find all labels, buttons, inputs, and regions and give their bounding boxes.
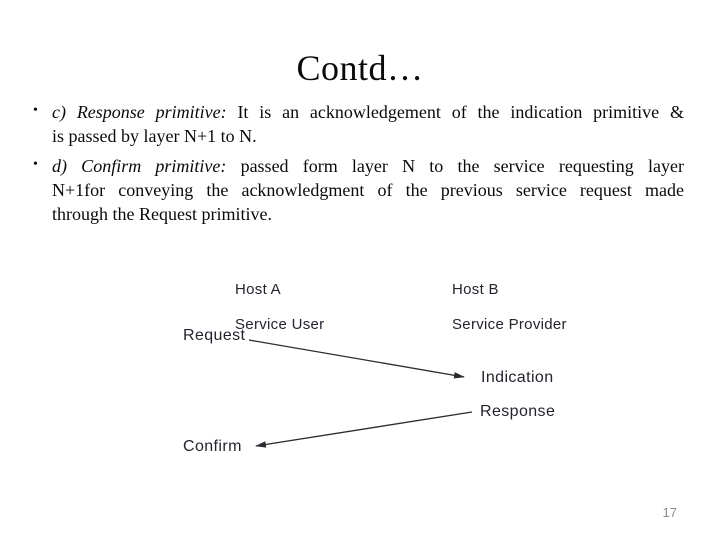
bullet-line: N+1for conveying the acknowledgment of t… <box>52 178 684 202</box>
bullet-line: is passed by layer N+1 to N. <box>52 124 684 148</box>
bullet-lead-italic: d) Confirm primitive: <box>52 156 227 176</box>
bullet-marker: • <box>33 103 38 118</box>
bullet-list: • c) Response primitive: It is an acknowl… <box>33 100 684 232</box>
confirm-label: Confirm <box>183 438 242 455</box>
slide-title: Contd… <box>296 48 424 88</box>
host-a-line2: Service User <box>235 316 325 333</box>
bullet-text: passed form layer N to the service reque… <box>226 156 684 176</box>
bullet-marker: • <box>33 157 38 172</box>
request-indication-arrow <box>248 339 465 379</box>
request-label: Request <box>183 327 246 344</box>
bullet-text: N+1for conveying the acknowledgment of t… <box>52 180 684 200</box>
host-b-line1: Host B <box>452 281 499 298</box>
bullet-lead-italic: c) Response primitive: <box>52 102 227 122</box>
page-number: 17 <box>662 505 677 520</box>
bullet-text: is passed by layer N+1 to N. <box>52 126 257 146</box>
response-confirm-arrow <box>255 411 473 448</box>
bullet-text: through the Request primitive. <box>52 204 272 224</box>
bullet-line: c) Response primitive: It is an acknowle… <box>52 100 684 124</box>
bullet-line: d) Confirm primitive: passed form layer … <box>52 154 684 178</box>
host-a-line1: Host A <box>235 281 281 298</box>
bullet-item: • c) Response primitive: It is an acknowl… <box>33 100 684 148</box>
indication-label: Indication <box>481 369 554 386</box>
host-b-label: Host B Service Provider <box>452 281 567 334</box>
bullet-item: • d) Confirm primitive: passed form layer… <box>33 154 684 226</box>
response-label: Response <box>480 403 556 420</box>
bullet-text: It is an acknowledgement of the indicati… <box>226 102 684 122</box>
bullet-line: through the Request primitive. <box>52 202 684 226</box>
host-b-line2: Service Provider <box>452 316 567 333</box>
host-a-label: Host A Service User <box>235 281 324 334</box>
